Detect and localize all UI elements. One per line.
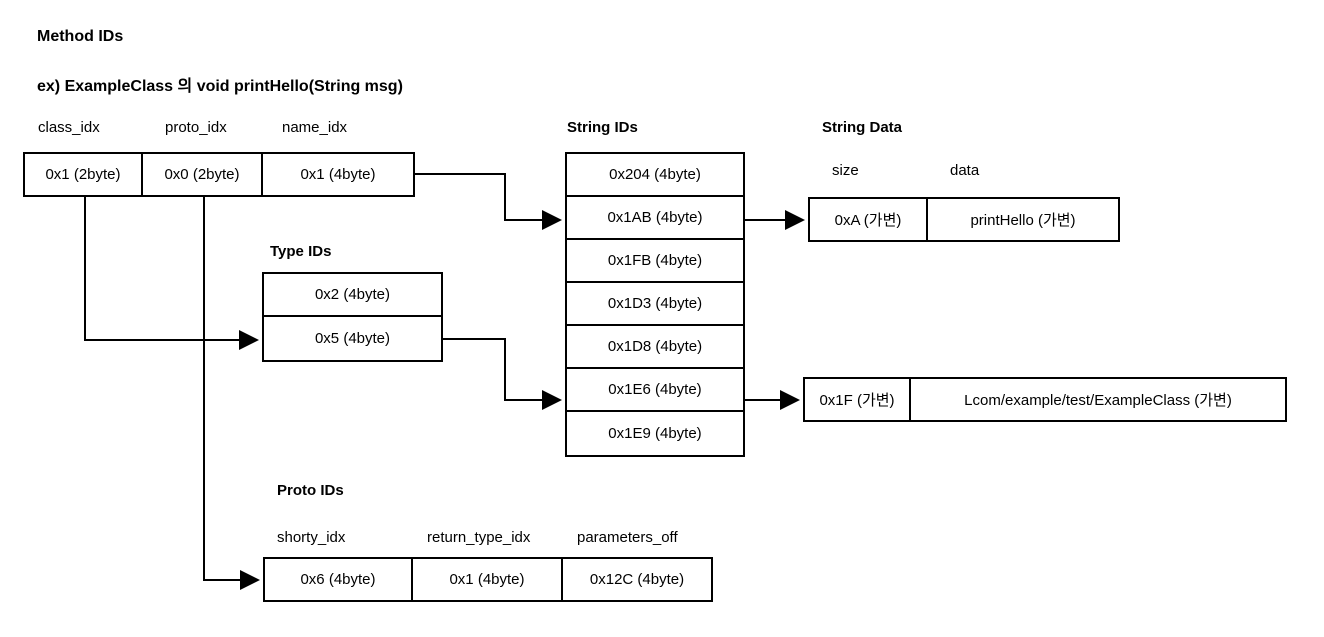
string-ids-row: 0x1D8 (4byte): [567, 326, 743, 369]
arrow-proto-idx-to-proto-ids: [203, 197, 260, 590]
proto-ids-parameters-off-cell: 0x12C (4byte): [561, 557, 713, 602]
string-ids-row: 0x1D3 (4byte): [567, 283, 743, 326]
arrow-name-idx-to-string-ids: [415, 173, 562, 230]
string-ids-row: 0x1AB (4byte): [567, 197, 743, 240]
string-data-data-cell: printHello (가변): [926, 197, 1120, 242]
proto-ids-return-type-idx-cell: 0x1 (4byte): [411, 557, 563, 602]
method-ids-name-idx-cell: 0x1 (4byte): [261, 152, 415, 197]
type-ids-header: Type IDs: [270, 243, 332, 260]
label-class-idx: class_idx: [38, 119, 100, 136]
type-ids-row: 0x5 (4byte): [314, 330, 391, 347]
page-title: Method IDs: [37, 28, 124, 45]
string-data-size-cell: 0x1F (가변): [803, 377, 911, 422]
proto-ids-header: Proto IDs: [277, 482, 344, 499]
label-proto-idx: proto_idx: [165, 119, 227, 136]
string-data-header: String Data: [822, 119, 903, 136]
label-data: data: [950, 162, 980, 179]
method-ids-class-idx-cell: 0x1 (2byte): [23, 152, 143, 197]
string-data-size-cell: 0xA (가변): [808, 197, 928, 242]
example-subtitle: ex) ExampleClass 의 void printHello(Strin…: [37, 78, 403, 95]
arrow-class-idx-to-type-ids: [84, 197, 259, 350]
string-ids-row: 0x1FB (4byte): [567, 240, 743, 283]
label-name-idx: name_idx: [282, 119, 348, 136]
string-ids-header: String IDs: [567, 119, 638, 136]
string-data-data-cell: Lcom/example/test/ExampleClass (가변): [909, 377, 1287, 422]
label-size: size: [832, 162, 859, 179]
label-shorty-idx: shorty_idx: [277, 529, 346, 546]
method-ids-proto-idx-cell: 0x0 (2byte): [141, 152, 263, 197]
label-return-type-idx: return_type_idx: [427, 529, 531, 546]
type-ids-row: 0x2 (4byte): [264, 274, 441, 317]
proto-ids-shorty-idx-cell: 0x6 (4byte): [263, 557, 413, 602]
string-ids-row: 0x204 (4byte): [567, 154, 743, 197]
string-ids-row: 0x1E6 (4byte): [567, 369, 743, 412]
string-ids-row: 0x1E9 (4byte): [608, 425, 702, 442]
arrow-type-ids-to-string-ids: [443, 338, 562, 410]
label-parameters-off: parameters_off: [577, 529, 678, 546]
string-ids-table: 0x204 (4byte) 0x1AB (4byte) 0x1FB (4byte…: [565, 152, 745, 457]
type-ids-table: 0x2 (4byte) 0x5 (4byte): [262, 272, 443, 362]
